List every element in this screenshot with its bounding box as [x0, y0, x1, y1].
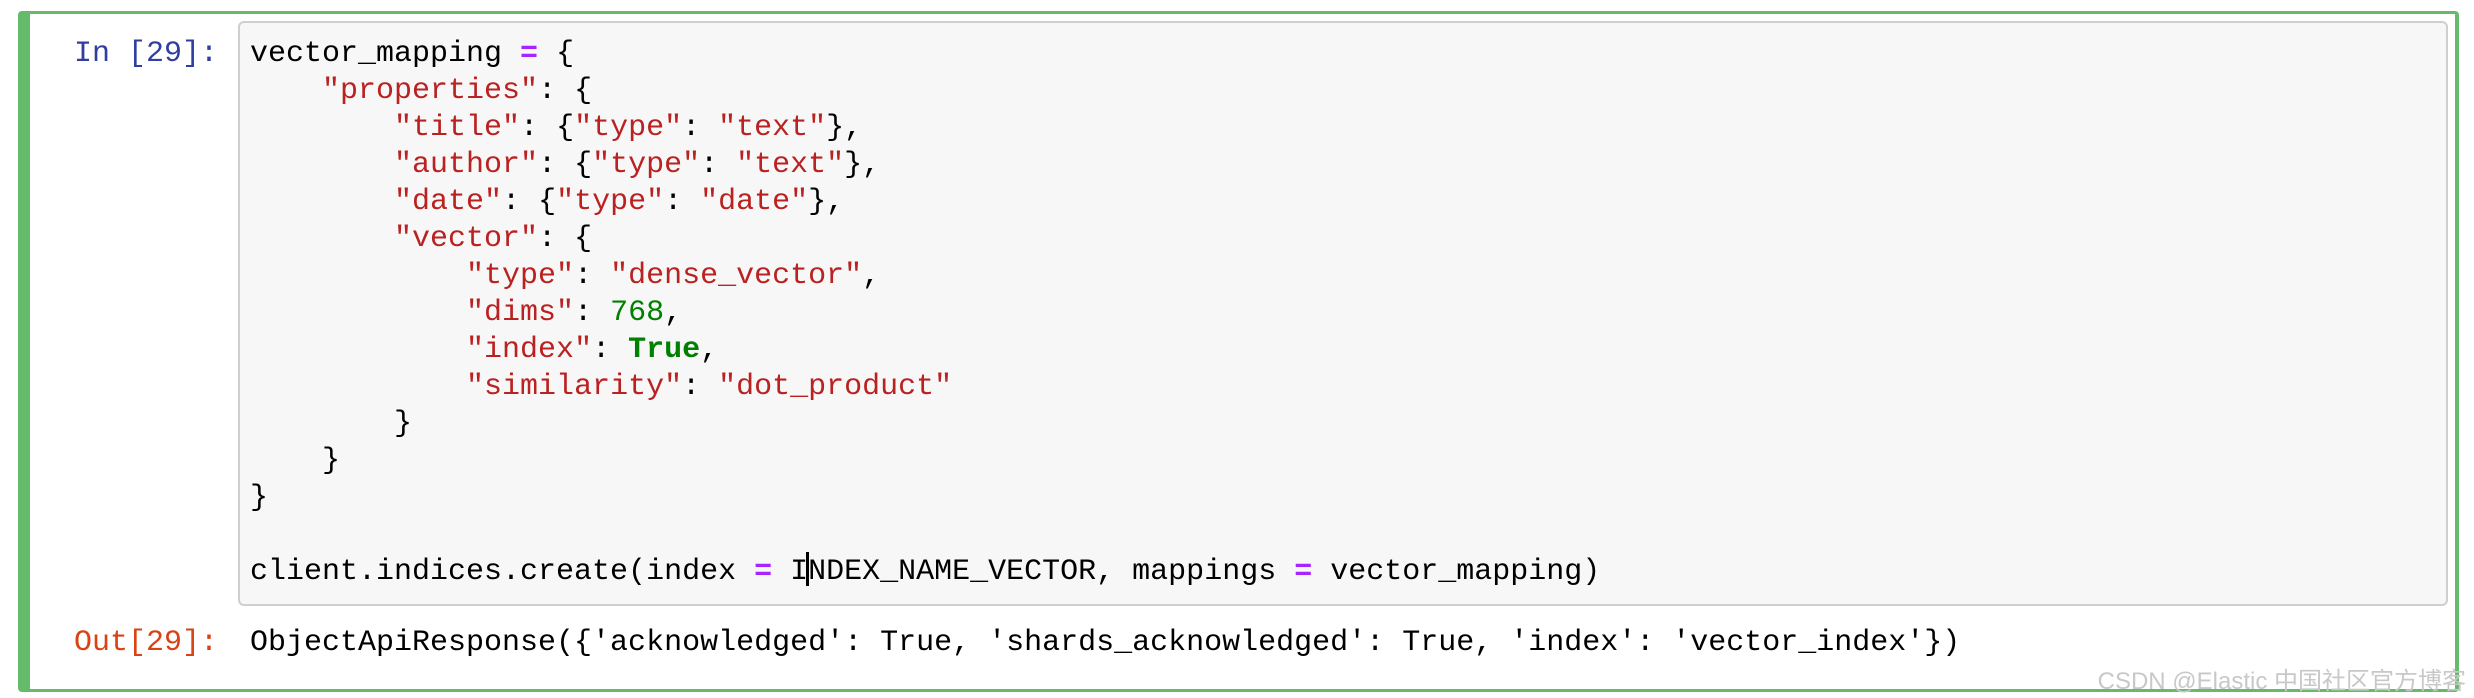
code-token: },	[826, 111, 863, 145]
code-token: :	[574, 296, 611, 330]
code-token: "index"	[466, 333, 593, 367]
code-token	[250, 185, 394, 219]
code-token	[250, 296, 466, 330]
code-token: :	[700, 148, 737, 182]
code-token: : {	[502, 185, 557, 219]
code-token	[250, 111, 394, 145]
code-token	[250, 74, 322, 108]
code-token	[250, 222, 394, 256]
code-token: ,	[700, 333, 719, 367]
code-token: ,	[862, 259, 881, 293]
code-token: {	[538, 37, 575, 71]
code-token: "type"	[592, 148, 701, 182]
notebook-cell[interactable]: In [29]: vector_mapping = { "properties"…	[18, 11, 2459, 692]
text-cursor	[806, 552, 810, 587]
code-token: "date"	[700, 185, 809, 219]
code-token: "vector"	[394, 222, 539, 256]
output-prompt: Out[29]:	[73, 626, 218, 660]
code-line: "dims": 768,	[250, 295, 2430, 332]
code-token: I	[772, 555, 809, 589]
code-line: "index": True,	[250, 332, 2430, 369]
code-token: }	[250, 481, 269, 515]
code-line: }	[250, 443, 2430, 480]
output-text: ObjectApiResponse({'acknowledged': True,…	[250, 626, 1961, 660]
code-token: : {	[538, 222, 593, 256]
code-token: },	[844, 148, 881, 182]
cell-input-area: In [29]: vector_mapping = { "properties"…	[30, 14, 2455, 606]
code-token: ,	[664, 296, 683, 330]
code-line: "author": {"type": "text"},	[250, 147, 2430, 184]
code-token: =	[754, 555, 773, 589]
code-token: : {	[520, 111, 575, 145]
code-line: "properties": {	[250, 73, 2430, 110]
code-line	[250, 517, 2430, 554]
code-token: "date"	[394, 185, 503, 219]
code-line: "vector": {	[250, 221, 2430, 258]
code-token: =	[1294, 555, 1313, 589]
code-token: vector_mapping)	[1312, 555, 1601, 589]
code-token: "type"	[556, 185, 665, 219]
code-token: "properties"	[322, 74, 539, 108]
code-token: True	[628, 333, 701, 367]
code-token: "dot_product"	[718, 370, 953, 404]
code-token: :	[682, 111, 719, 145]
code-token: vector_mapping	[250, 37, 521, 71]
code-token: "author"	[394, 148, 539, 182]
code-token	[250, 148, 394, 182]
code-token: },	[808, 185, 845, 219]
code-token: }	[250, 444, 341, 478]
code-token: : {	[538, 148, 593, 182]
code-line: client.indices.create(index = INDEX_NAME…	[250, 552, 2430, 591]
code-line: "similarity": "dot_product"	[250, 369, 2430, 406]
input-prompt: In [29]:	[73, 37, 218, 71]
code-token	[250, 370, 466, 404]
code-token: : {	[538, 74, 593, 108]
code-token: "dense_vector"	[610, 259, 863, 293]
code-token: "text"	[736, 148, 845, 182]
code-token: }	[250, 407, 413, 441]
code-editor[interactable]: vector_mapping = { "properties": { "titl…	[238, 21, 2448, 606]
code-token	[250, 333, 466, 367]
code-line: "title": {"type": "text"},	[250, 110, 2430, 147]
code-line: "type": "dense_vector",	[250, 258, 2430, 295]
cell-output-area: Out[29]: ObjectApiResponse({'acknowledge…	[30, 625, 2455, 662]
code-token	[250, 259, 466, 293]
watermark: CSDN @Elastic 中国社区官方博客	[2097, 668, 2466, 695]
code-token: =	[520, 37, 539, 71]
code-token: NDEX_NAME_VECTOR, mappings	[808, 555, 1295, 589]
code-token: :	[664, 185, 701, 219]
code-line: vector_mapping = {	[250, 36, 2430, 73]
code-token: "type"	[574, 111, 683, 145]
code-token: :	[574, 259, 611, 293]
code-line: }	[250, 406, 2430, 443]
code-token: "text"	[718, 111, 827, 145]
code-line: }	[250, 480, 2430, 517]
code-token: :	[592, 333, 629, 367]
code-content: vector_mapping = { "properties": { "titl…	[250, 36, 2430, 591]
code-token: "title"	[394, 111, 521, 145]
code-token: :	[682, 370, 719, 404]
code-token: "type"	[466, 259, 575, 293]
code-line: "date": {"type": "date"},	[250, 184, 2430, 221]
code-token: "similarity"	[466, 370, 683, 404]
code-token: "dims"	[466, 296, 575, 330]
code-token: client.indices.create(index	[250, 555, 755, 589]
code-token: 768	[610, 296, 665, 330]
